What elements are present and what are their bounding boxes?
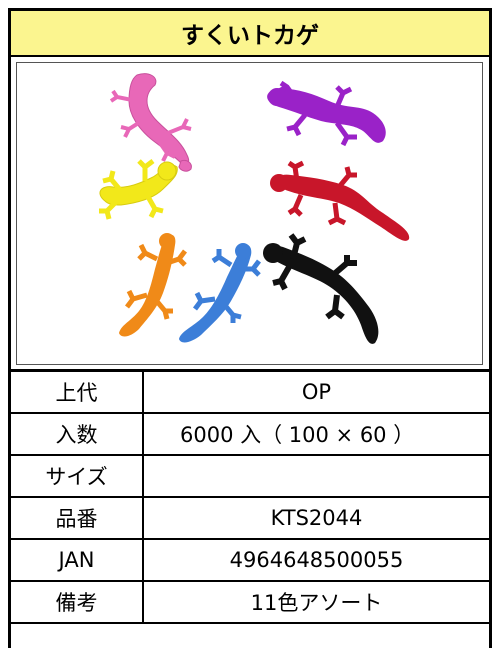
spec-label: 上代	[11, 369, 144, 414]
spec-row-size: サイズ	[11, 454, 489, 498]
spec-label: 品番	[11, 496, 144, 540]
black-lizard	[263, 233, 379, 344]
spec-row-retail-price: 上代 OP	[11, 369, 489, 414]
spec-row-remarks: 備考 11色アソート	[11, 580, 489, 624]
spec-value: KTS2044	[142, 496, 489, 540]
product-sheet: すくいトカゲ	[8, 8, 492, 648]
spec-value: OP	[142, 369, 489, 414]
orange-lizard	[119, 233, 187, 337]
spec-value: 6000 入（ 100 × 60 ）	[142, 412, 489, 456]
spec-label: 入数	[11, 412, 144, 456]
spec-row-quantity: 入数 6000 入（ 100 × 60 ）	[11, 412, 489, 456]
purple-lizard	[267, 80, 386, 147]
spec-row-jan: JAN 4964648500055	[11, 538, 489, 582]
spec-label: サイズ	[11, 454, 144, 498]
blue-lizard	[179, 243, 261, 343]
pink-lizard	[109, 73, 192, 172]
spec-label: 備考	[11, 580, 144, 624]
product-photo-cell	[11, 57, 489, 369]
red-lizard	[270, 160, 410, 241]
sheet-frame	[8, 8, 492, 648]
spec-value: 4964648500055	[142, 538, 489, 582]
product-photo	[16, 62, 483, 365]
spec-row-item-code: 品番 KTS2044	[11, 496, 489, 540]
spec-value	[142, 454, 489, 498]
spec-value: 11色アソート	[142, 580, 489, 624]
spec-table: 上代 OP 入数 6000 入（ 100 × 60 ） サイズ 品番 KTS20…	[11, 369, 489, 624]
spec-label: JAN	[11, 538, 144, 582]
yellow-lizard	[99, 159, 178, 220]
product-title: すくいトカゲ	[11, 11, 489, 57]
